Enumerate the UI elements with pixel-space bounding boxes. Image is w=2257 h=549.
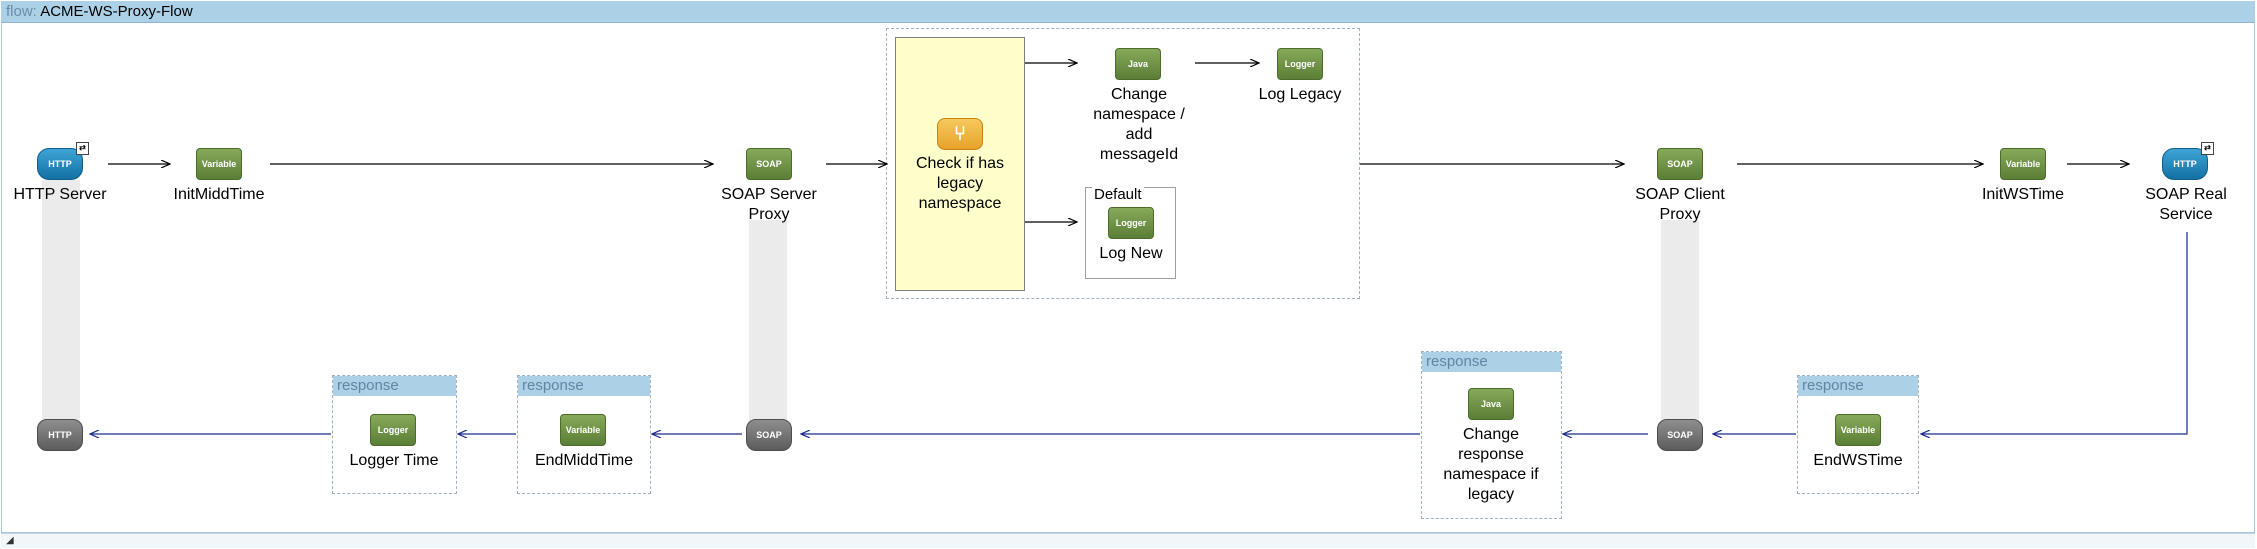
response-header: response xyxy=(333,376,456,396)
endpoint-badge-icon: ⇄ xyxy=(76,142,89,155)
end-ws-time-label: EndWSTime xyxy=(1813,452,1903,469)
http-icon: HTTP xyxy=(48,159,72,169)
endpoint-badge-icon: ⇄ xyxy=(2201,142,2214,155)
change-namespace-label: Change namespace / add messageId xyxy=(1093,86,1185,163)
http-server-node[interactable]: HTTP ⇄ xyxy=(37,142,89,180)
soap-icon: SOAP xyxy=(1667,159,1693,169)
http-icon: HTTP xyxy=(2173,159,2197,169)
init-midd-time-label: InitMiddTime xyxy=(173,186,265,203)
change-response-ns-label: Change response namespace if legacy xyxy=(1443,426,1539,503)
soap-client-lane xyxy=(1661,220,1699,430)
soap-icon: SOAP xyxy=(1667,430,1693,440)
soap-server-return-node[interactable]: SOAP xyxy=(746,419,792,451)
response-header: response xyxy=(1798,376,1918,396)
choice-router-box[interactable] xyxy=(895,37,1025,291)
choice-router-icon[interactable]: ⑂ xyxy=(937,118,983,150)
java-icon: Java xyxy=(1480,399,1502,409)
choice-router-label: Check if has legacy namespace xyxy=(915,155,1005,212)
end-midd-time-node[interactable]: Variable xyxy=(560,414,606,446)
soap-server-proxy-node[interactable]: SOAP xyxy=(746,148,792,180)
variable-icon: Variable xyxy=(2005,159,2041,169)
end-midd-time-label: EndMiddTime xyxy=(534,452,634,469)
soap-server-proxy-label: SOAP Server Proxy xyxy=(721,186,817,223)
variable-icon: Variable xyxy=(1840,425,1876,435)
change-namespace-node[interactable]: Java xyxy=(1115,48,1161,80)
resize-corner-icon[interactable]: ◢ xyxy=(6,535,14,546)
log-new-label: Log New xyxy=(1099,245,1163,262)
init-midd-time-node[interactable]: Variable xyxy=(196,148,242,180)
horizontal-scrollbar[interactable]: ◢ xyxy=(1,533,2255,548)
logger-time-label: Logger Time xyxy=(349,452,439,469)
logger-icon: Logger xyxy=(377,425,409,435)
soap-real-service-node[interactable]: HTTP ⇄ xyxy=(2162,142,2214,180)
response-header: response xyxy=(1422,352,1561,372)
soap-real-service-label: SOAP Real Service xyxy=(2145,186,2227,223)
logger-icon: Logger xyxy=(1115,218,1147,228)
flow-keyword: flow: xyxy=(6,3,37,20)
logger-time-node[interactable]: Logger xyxy=(370,414,416,446)
logger-icon: Logger xyxy=(1284,59,1316,69)
change-response-ns-node[interactable]: Java xyxy=(1468,388,1514,420)
end-ws-time-node[interactable]: Variable xyxy=(1835,414,1881,446)
http-return-node[interactable]: HTTP xyxy=(37,419,83,451)
response-scope-change-ns[interactable]: response xyxy=(1421,351,1562,519)
variable-icon: Variable xyxy=(201,159,237,169)
response-scope-logger-time[interactable]: response xyxy=(332,375,457,494)
http-icon: HTTP xyxy=(48,430,72,440)
response-scope-end-ws-time[interactable]: response xyxy=(1797,375,1919,494)
soap-client-proxy-label: SOAP Client Proxy xyxy=(1635,186,1725,223)
default-route-box[interactable]: Default xyxy=(1085,186,1176,279)
http-server-lane xyxy=(42,180,80,430)
soap-client-proxy-node[interactable]: SOAP xyxy=(1657,148,1703,180)
java-icon: Java xyxy=(1127,59,1149,69)
init-ws-time-node[interactable]: Variable xyxy=(2000,148,2046,180)
response-scope-end-midd-time[interactable]: response xyxy=(517,375,651,494)
variable-icon: Variable xyxy=(565,425,601,435)
log-legacy-label: Log Legacy xyxy=(1258,86,1342,103)
arrow-real-return xyxy=(1921,232,2188,434)
log-legacy-node[interactable]: Logger xyxy=(1277,48,1323,80)
soap-icon: SOAP xyxy=(756,430,782,440)
http-server-label: HTTP Server xyxy=(13,186,107,203)
init-ws-time-label: InitWSTime xyxy=(1981,186,2065,203)
log-new-node[interactable]: Logger xyxy=(1108,207,1154,239)
flow-name: ACME-WS-Proxy-Flow xyxy=(40,3,193,20)
response-header: response xyxy=(518,376,650,396)
soap-client-return-node[interactable]: SOAP xyxy=(1657,419,1703,451)
flow-title-bar[interactable]: flow: ACME-WS-Proxy-Flow xyxy=(1,1,2255,23)
default-route-title: Default xyxy=(1092,186,1144,203)
soap-icon: SOAP xyxy=(756,159,782,169)
soap-server-lane xyxy=(749,220,787,430)
